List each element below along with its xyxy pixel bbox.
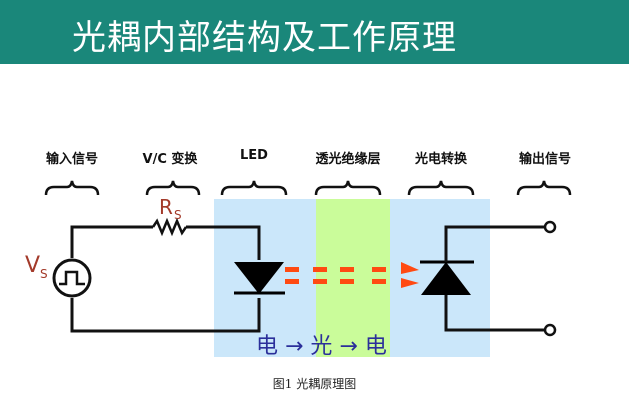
light-arrow-icon: [401, 278, 419, 288]
insulation-region: [316, 199, 390, 357]
section-label-vc: V/C 变换: [142, 152, 198, 167]
page-title: 光耦内部结构及工作原理: [72, 18, 457, 58]
brace-input: [44, 180, 100, 196]
light-signal-dashes: [285, 262, 419, 288]
brace-photo: [407, 180, 475, 196]
input-circuit: [70, 225, 261, 333]
section-label-output: 输出信号: [518, 152, 571, 167]
output-circuit: [444, 225, 545, 332]
resistor-icon: [151, 217, 188, 237]
resistor-subscript: S: [174, 208, 182, 222]
output-terminal-bottom: [543, 323, 557, 337]
led-diode-icon: [234, 262, 284, 294]
brace-output: [516, 180, 572, 196]
pulse-waveform-icon: [59, 270, 85, 286]
brace-insulation: [314, 180, 382, 196]
output-terminal-top: [543, 220, 557, 234]
source-label: V: [25, 253, 40, 278]
section-label-insulation: 透光绝缘层: [315, 152, 381, 167]
light-arrow-icon: [401, 262, 419, 274]
photodiode-icon: [421, 262, 471, 295]
brace-led: [220, 180, 288, 196]
section-label-photo: 光电转换: [414, 152, 467, 167]
section-braces: [44, 180, 572, 196]
section-label-input: 输入信号: [45, 152, 98, 167]
pulse-source-icon: [52, 258, 92, 298]
title-banner: 光耦内部结构及工作原理: [0, 0, 629, 64]
figure-caption: 图1 光耦原理图: [272, 377, 357, 391]
brace-vc: [145, 180, 201, 196]
section-label-led: LED: [240, 148, 268, 163]
resistor-label: R: [159, 195, 173, 219]
conversion-flow-text: 电 → 光 → 电: [256, 334, 387, 359]
source-subscript: S: [40, 267, 48, 281]
